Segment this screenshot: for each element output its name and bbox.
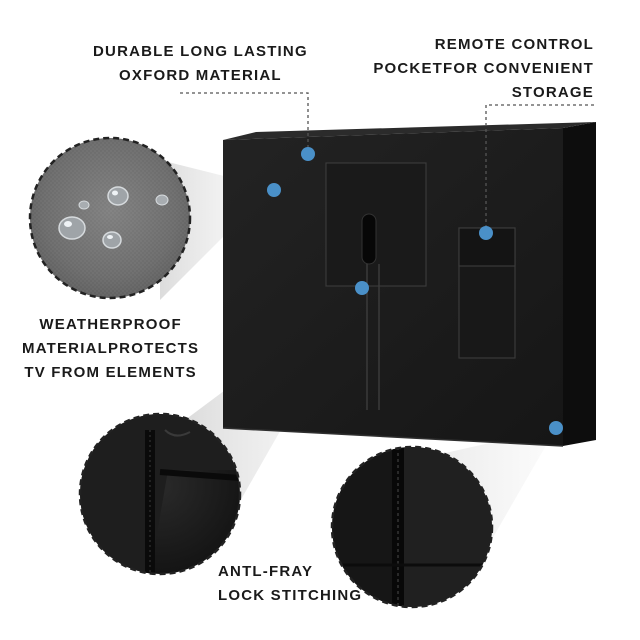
marker-weatherproof-icon [267,183,281,197]
callout-weather-line-2: MATERIALPROTECTS [22,340,200,357]
callout-oxford-material: DURABLE LONG LASTING OXFORD MATERIAL [93,40,308,88]
leader-oxford [180,92,309,153]
detail-lens-water [28,136,192,300]
callout-stitching: ANTL-FRAY LOCK STITCHING [218,560,362,608]
marker-edge-icon [549,421,563,435]
callout-oxford-line-2: OXFORD MATERIAL [119,67,282,84]
callout-weather-line-1: WEATHERPROOF [39,316,182,333]
tv-cover [222,122,596,447]
marker-remote-icon [479,226,493,240]
callout-remote-line-3: STORAGE [511,84,594,101]
marker-flap-icon [355,281,369,295]
callout-remote-pocket: REMOTE CONTROL POCKETFOR CONVENIENT STOR… [373,33,594,105]
cover-side-panel [563,122,596,446]
marker-dots [267,147,563,435]
cover-front-panel [223,128,563,446]
cover-bottom-edge [222,427,564,447]
cover-top-panel [223,122,596,140]
pocket-flap [458,227,516,267]
detail-lens-corner [78,412,242,576]
callout-weather-line-3: TV FROM ELEMENTS [24,364,197,381]
callout-stitch-line-1: ANTL-FRAY [218,563,314,580]
marker-oxford-icon [301,147,315,161]
water-droplets-icon [58,186,169,249]
callout-remote-line-1: REMOTE CONTROL [434,36,594,53]
callout-weatherproof: WEATHERPROOF MATERIALPROTECTS TV FROM EL… [22,313,199,385]
callout-remote-line-2: POCKETFOR CONVENIENT [373,60,594,77]
flap-slot [361,213,377,265]
detail-lens-stitching [330,445,494,609]
callout-oxford-line-1: DURABLE LONG LASTING [93,43,308,60]
callout-stitch-line-2: LOCK STITCHING [218,587,363,604]
leader-remote [485,104,594,233]
